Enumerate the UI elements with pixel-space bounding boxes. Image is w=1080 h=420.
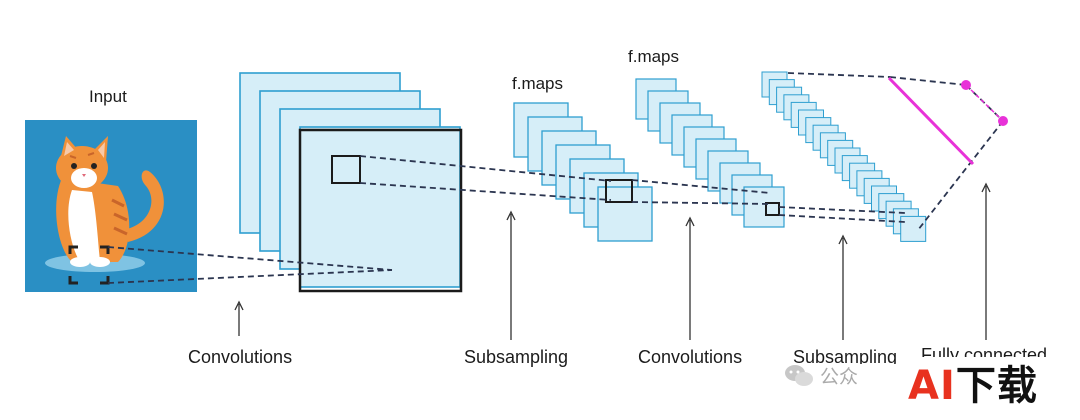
- input-label: Input: [89, 87, 127, 106]
- sub1-kernel-box: [605, 179, 633, 203]
- brand-accent: AI: [908, 363, 956, 409]
- stage-label-sub2: Subsampling: [793, 347, 898, 367]
- feature-map-square: [743, 186, 785, 228]
- sub1-feature-maps: [513, 102, 653, 242]
- sub2-kernel-box: [765, 202, 780, 216]
- watermark-text: 公众: [820, 366, 859, 388]
- input-image: [25, 120, 197, 292]
- brand-logo: AI下载: [908, 364, 1038, 408]
- conv1-feature-maps: [239, 72, 461, 288]
- conv2-feature-maps: [635, 78, 785, 228]
- stage-label-conv1: Convolutions: [188, 347, 293, 367]
- feature-map-square: [900, 215, 927, 242]
- fmap-label-2: f.maps: [628, 47, 680, 66]
- brand-rest: 下载: [955, 363, 1038, 409]
- stage-label-conv2: Convolutions: [638, 347, 743, 367]
- fc-node: [961, 80, 971, 90]
- stage-label-fc: Fully connected: [921, 345, 1048, 365]
- fc-node: [998, 116, 1008, 126]
- wechat-icon: [784, 363, 814, 389]
- stage-arrows: [234, 182, 991, 340]
- feature-map-square: [299, 126, 461, 288]
- stage-label-sub1: Subsampling: [464, 347, 569, 367]
- conv1-kernel-box: [331, 155, 361, 184]
- fully-connected-layer: [887, 76, 1008, 166]
- fmap-label-1: f.maps: [512, 74, 564, 93]
- conv1-receptive-window: [298, 128, 463, 293]
- watermark: 公众: [784, 362, 858, 389]
- sub2-feature-maps: [761, 71, 927, 242]
- connector-lines: [107, 72, 1004, 284]
